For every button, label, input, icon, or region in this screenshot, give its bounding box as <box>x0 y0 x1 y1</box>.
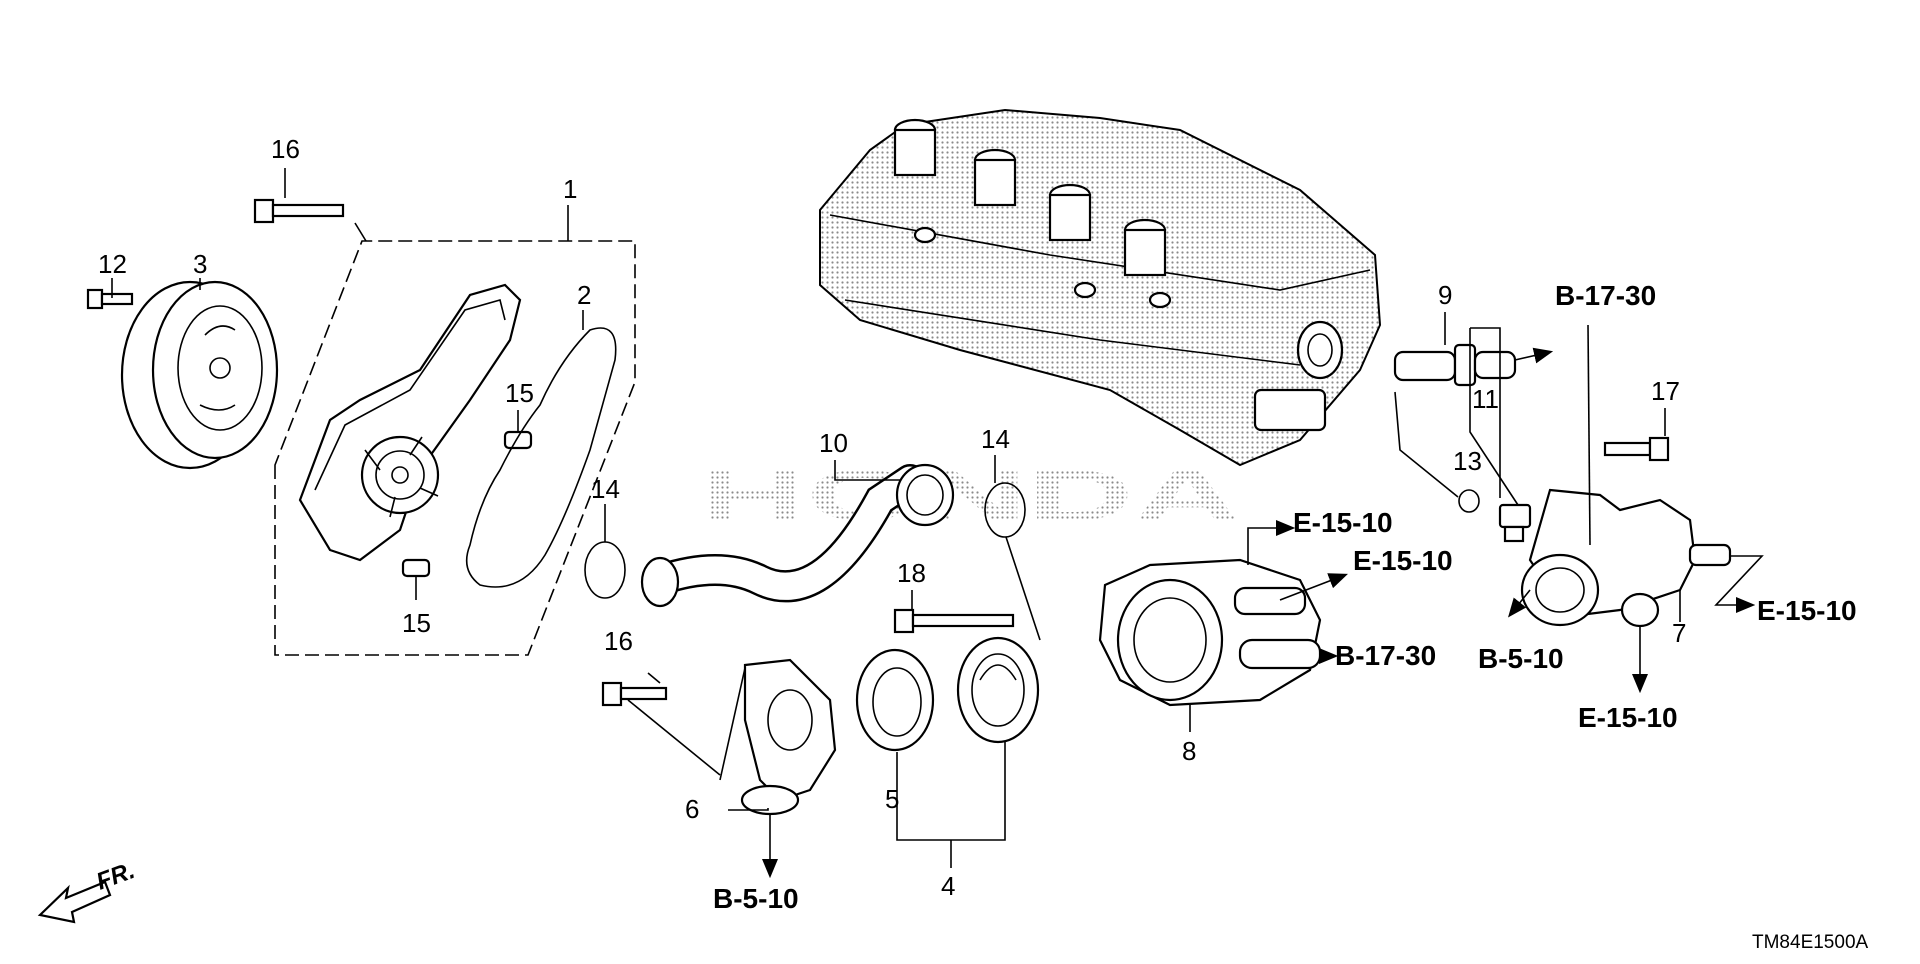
callout-5[interactable]: 5 <box>885 784 899 814</box>
callout-1[interactable]: 1 <box>563 174 577 204</box>
water-pipe <box>640 463 955 608</box>
callout-14-left[interactable]: 14 <box>591 474 620 504</box>
callout-10[interactable]: 10 <box>819 428 848 458</box>
thermostat <box>956 636 1040 744</box>
callout-17[interactable]: 16 <box>271 134 300 164</box>
callout-16-left[interactable]: 16 <box>604 626 633 656</box>
callout-11[interactable]: 11 <box>1472 384 1499 414</box>
diagram-code: TM84E1500A <box>1752 932 1869 953</box>
sensor-o-ring <box>1458 489 1480 513</box>
callout-8[interactable]: 8 <box>1182 736 1196 766</box>
water-pump-pulley <box>120 280 279 470</box>
ref-b-17-30-top[interactable]: B-17-30 <box>1555 280 1656 311</box>
ref-b-5-10-left[interactable]: B-5-10 <box>713 883 799 914</box>
callouts: 16 1 12 3 2 15 15 14 10 14 18 16 6 5 4 8… <box>98 134 1686 901</box>
passage-bolt <box>1603 436 1670 462</box>
callout-2[interactable]: 2 <box>577 280 591 310</box>
callout-4[interactable]: 4 <box>941 871 955 901</box>
callout-12[interactable]: 12 <box>98 249 127 279</box>
long-bolt <box>253 198 345 224</box>
callout-15-upper[interactable]: 15 <box>505 378 534 408</box>
front-direction-indicator: FR. <box>37 857 139 924</box>
callout-6[interactable]: 6 <box>685 794 699 824</box>
water-outlet <box>740 658 837 816</box>
water-pump <box>298 283 522 562</box>
water-pump-gasket <box>465 327 617 588</box>
o-ring-center <box>984 482 1026 538</box>
callout-7[interactable]: 7 <box>1672 618 1686 648</box>
leader-lines <box>111 168 1681 868</box>
watermark-text: HONDA <box>700 456 1240 536</box>
reference-labels: B-17-30 E-15-10 E-15-10 B-17-30 E-15-10 … <box>713 280 1857 914</box>
o-ring-left <box>584 541 626 599</box>
housing-bolt <box>893 608 1015 634</box>
ref-e-15-10-d[interactable]: E-15-10 <box>1578 702 1678 733</box>
thermostat-seal <box>855 648 935 752</box>
ref-b-5-10-right[interactable]: B-5-10 <box>1478 643 1564 674</box>
callout-9[interactable]: 9 <box>1438 280 1452 310</box>
pulley-bolt <box>86 288 134 310</box>
outlet-bolt <box>601 681 668 707</box>
dowel-pin-lower <box>401 558 431 578</box>
water-pump-group-outline <box>274 240 636 656</box>
ref-e-15-10-c[interactable]: E-15-10 <box>1757 595 1857 626</box>
water-passage <box>1520 488 1732 628</box>
callout-3[interactable]: 3 <box>193 249 207 279</box>
ref-e-15-10-b[interactable]: E-15-10 <box>1353 545 1453 576</box>
dowel-pin-upper <box>503 430 533 450</box>
callout-14-center[interactable]: 14 <box>981 424 1010 454</box>
honda-watermark: HONDA <box>700 456 1240 536</box>
thermostat-housing <box>1098 558 1322 707</box>
cylinder-head <box>819 108 1382 467</box>
callout-15-lower[interactable]: 15 <box>402 608 431 638</box>
ref-b-17-30-mid[interactable]: B-17-30 <box>1335 640 1436 671</box>
water-joint <box>1393 343 1517 387</box>
temperature-sensor <box>1498 503 1532 543</box>
front-direction-label: FR. <box>93 857 139 896</box>
callout-13[interactable]: 13 <box>1453 446 1482 476</box>
reference-arrows <box>762 347 1764 879</box>
ref-e-15-10-a[interactable]: E-15-10 <box>1293 507 1393 538</box>
callout-18[interactable]: 18 <box>897 558 926 588</box>
callout-16-right[interactable]: 17 <box>1651 376 1680 406</box>
